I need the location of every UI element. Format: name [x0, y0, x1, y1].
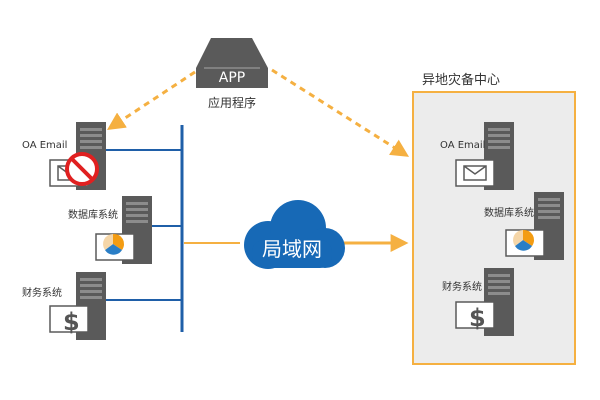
dollar-icon: $: [63, 308, 80, 336]
app-to-left-arrow: [106, 70, 196, 130]
left-database-server: [95, 196, 152, 264]
pie-chart-icon: [513, 229, 535, 251]
right-database-server: [505, 192, 564, 260]
left-oa-email-label: OA Email: [22, 140, 67, 151]
app-badge: APP: [219, 70, 245, 86]
right-oa-email-server: [455, 122, 514, 190]
left-finance-server: $: [49, 272, 106, 340]
dr-center-title: 异地灾备中心: [422, 72, 500, 88]
app-to-dr-arrow: [271, 68, 410, 157]
prohibited-icon: [65, 152, 99, 186]
right-finance-server: $: [455, 268, 514, 336]
right-oa-email-label: OA Email: [440, 140, 485, 151]
dollar-icon: $: [469, 304, 486, 332]
left-database-label: 数据库系统: [68, 208, 118, 221]
pie-chart-icon: [102, 233, 125, 255]
right-database-label: 数据库系统: [484, 206, 534, 219]
lan-cloud: [244, 200, 345, 269]
right-finance-label: 财务系统: [442, 280, 482, 293]
left-oa-email-server: [49, 122, 106, 190]
left-finance-label: 财务系统: [22, 286, 62, 299]
app-icon: [196, 38, 268, 88]
app-label: 应用程序: [208, 95, 256, 110]
lan-label: 局域网: [262, 237, 322, 261]
